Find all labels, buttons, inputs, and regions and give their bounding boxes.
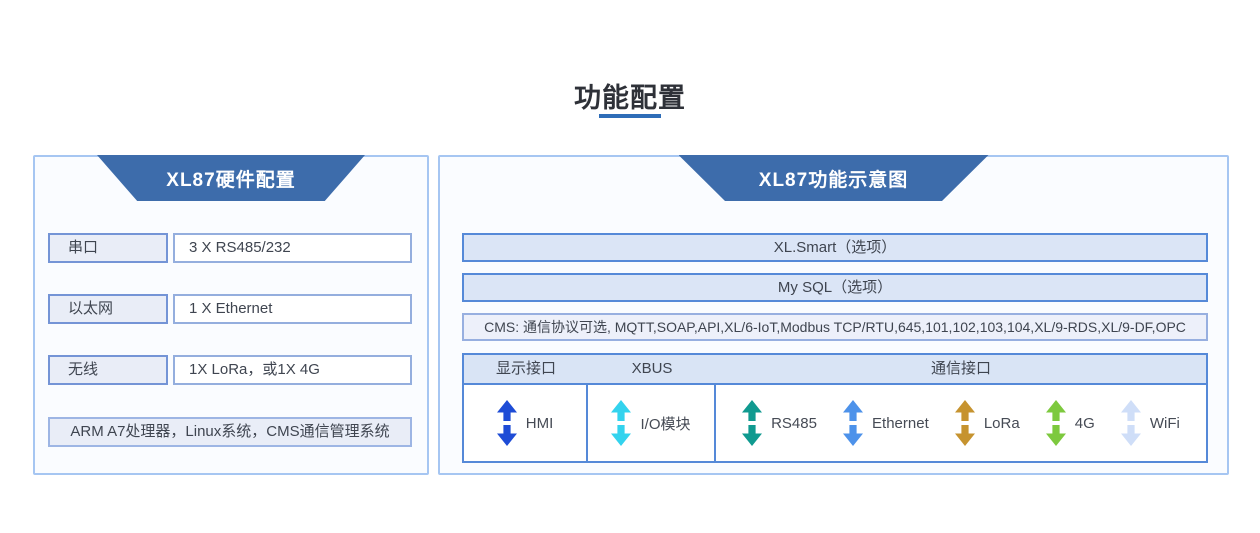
hardware-row-serial: 串口 3 X RS485/232 (48, 233, 412, 263)
hardware-row-ethernet: 以太网 1 X Ethernet (48, 294, 412, 324)
xlsmart-option-bar: XL.Smart（选项） (462, 233, 1208, 262)
lora-label: LoRa (983, 414, 1020, 432)
updown-arrow-icon (611, 400, 632, 446)
function-panel-title: XL87功能示意图 (758, 169, 909, 191)
interface-table: 显示接口 XBUS 通信接口 HMI I/O模块 (462, 353, 1208, 463)
rs485-interface: RS485 (742, 400, 817, 446)
updown-arrow-icon (742, 400, 763, 446)
interface-table-body: HMI I/O模块 RS485 Ether (464, 385, 1206, 461)
hardware-panel-header: XL87硬件配置 (97, 155, 365, 201)
page-title: 功能配置 (574, 83, 686, 113)
ethernet-value: 1 X Ethernet (173, 294, 412, 324)
display-interface-header: 显示接口 (495, 360, 556, 377)
function-panel-header: XL87功能示意图 (678, 155, 989, 201)
mysql-option-bar: My SQL（选项） (462, 273, 1208, 302)
comm-interface-header: 通信接口 (930, 360, 991, 377)
wifi-interface: WiFi (1120, 400, 1180, 446)
serial-port-label: 串口 (48, 233, 168, 263)
io-module-label: I/O模块 (640, 415, 691, 433)
ethernet-if-label: Ethernet (872, 414, 929, 432)
display-interface-cell: HMI (464, 385, 588, 461)
xbus-header: XBUS (631, 360, 673, 377)
updown-arrow-icon (1120, 400, 1141, 446)
cms-protocols-bar: CMS: 通信协议可选, MQTT,SOAP,API,XL/6-IoT,Modb… (462, 313, 1208, 341)
updown-arrow-icon (843, 400, 864, 446)
wireless-value: 1X LoRa，或1X 4G (173, 355, 412, 385)
hardware-config-panel: XL87硬件配置 串口 3 X RS485/232 以太网 1 X Ethern… (33, 155, 429, 475)
updown-arrow-icon (496, 400, 517, 446)
xbus-cell: I/O模块 (588, 385, 716, 461)
hardware-panel-title: XL87硬件配置 (166, 169, 296, 191)
wifi-label: WiFi (1149, 414, 1180, 432)
lora-interface: LoRa (954, 400, 1020, 446)
comm-interface-cell: RS485 Ethernet LoRa 4G (716, 385, 1206, 461)
updown-arrow-icon (954, 400, 975, 446)
hardware-platform-note: ARM A7处理器，Linux系统，CMS通信管理系统 (48, 417, 412, 447)
hmi-label: HMI (525, 414, 554, 432)
4g-label: 4G (1074, 414, 1095, 432)
updown-arrow-icon (1045, 400, 1066, 446)
title-underline (599, 114, 661, 118)
hmi-interface: HMI (496, 400, 554, 446)
io-module-interface: I/O模块 (611, 400, 691, 446)
hardware-row-wireless: 无线 1X LoRa，或1X 4G (48, 355, 412, 385)
ethernet-interface: Ethernet (843, 400, 929, 446)
4g-interface: 4G (1045, 400, 1095, 446)
wireless-label: 无线 (48, 355, 168, 385)
rs485-label: RS485 (771, 414, 817, 432)
interface-table-header: 显示接口 XBUS 通信接口 (464, 355, 1206, 385)
serial-port-value: 3 X RS485/232 (173, 233, 412, 263)
function-diagram-panel: XL87功能示意图 XL.Smart（选项） My SQL（选项） CMS: 通… (438, 155, 1229, 475)
ethernet-label: 以太网 (48, 294, 168, 324)
